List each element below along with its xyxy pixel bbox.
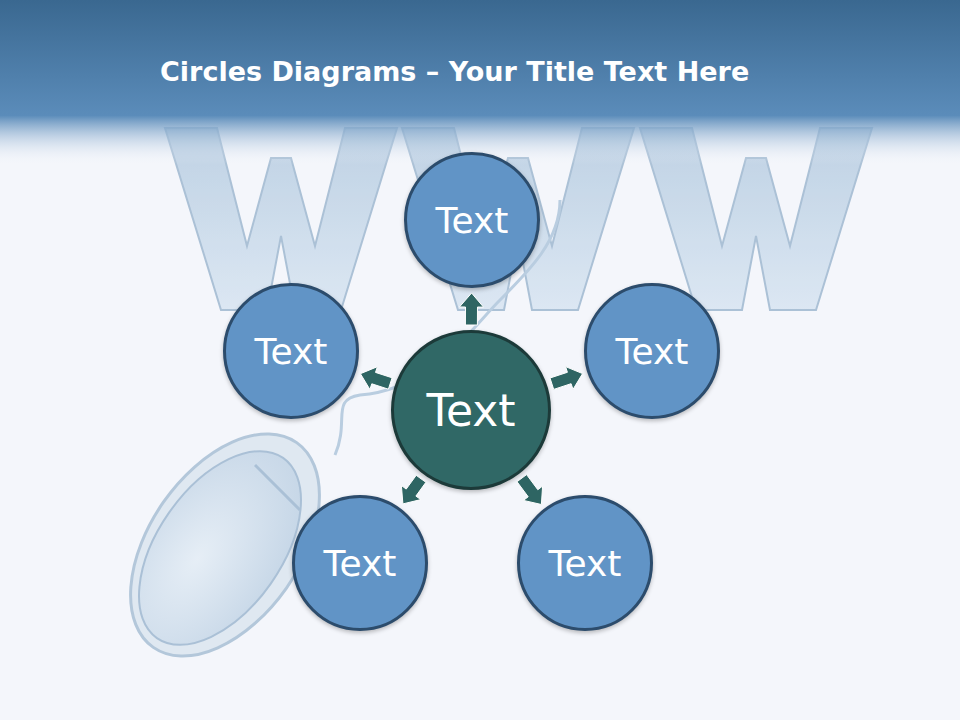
circle-node: Text [391,330,551,490]
block-arrow [460,293,484,325]
node-text: Text [427,385,516,436]
circle-node: Text [223,283,359,419]
node-text: Text [616,331,689,372]
circle-node: Text [584,283,720,419]
node-text: Text [436,200,509,241]
block-arrow [517,475,543,505]
block-arrow [550,367,583,390]
node-text: Text [549,543,622,584]
circle-node: Text [404,152,540,288]
circle-node: Text [517,495,653,631]
slide-title: Circles Diagrams – Your Title Text Here [160,56,749,87]
header-band [0,0,960,165]
block-arrow [360,367,392,390]
node-text: Text [255,331,328,372]
circle-node: Text [292,495,428,631]
block-arrow [401,475,426,504]
node-text: Text [324,543,397,584]
